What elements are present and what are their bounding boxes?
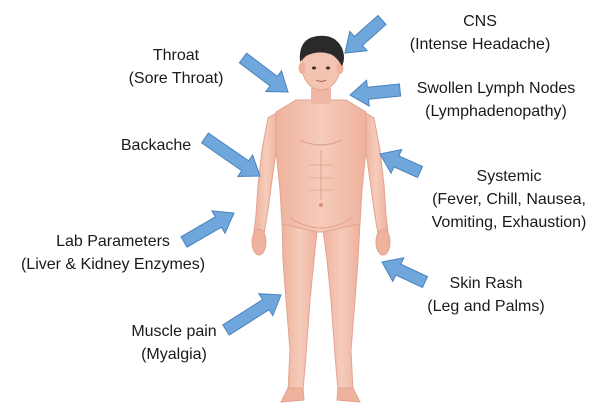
label-throat-detail: (Sore Throat): [129, 67, 224, 90]
arrow-throat-icon: [239, 53, 288, 92]
right-hand: [376, 229, 390, 255]
left-eye: [312, 67, 316, 70]
label-throat-title: Throat: [129, 44, 224, 67]
label-backache-title: Backache: [121, 134, 191, 157]
label-skin-rash-detail: (Leg and Palms): [427, 295, 544, 318]
label-lymph-detail: (Lymphadenopathy): [417, 100, 576, 123]
navel: [319, 203, 323, 207]
label-lab-title: Lab Parameters: [21, 230, 205, 253]
label-muscle-pain-detail: (Myalgia): [131, 343, 216, 366]
label-systemic-title: Systemic: [432, 165, 587, 188]
label-systemic-detail-2: Vomiting, Exhaustion): [432, 211, 587, 234]
label-lab: Lab Parameters (Liver & Kidney Enzymes): [21, 230, 205, 276]
arrow-muscle-icon: [223, 294, 281, 335]
label-lymph-title: Swollen Lymph Nodes: [417, 77, 576, 100]
arrow-skin-rash-icon: [382, 258, 428, 288]
left-foot: [281, 388, 304, 402]
label-throat: Throat (Sore Throat): [129, 44, 224, 90]
label-skin-rash: Skin Rash (Leg and Palms): [427, 272, 544, 318]
right-foot: [337, 388, 360, 402]
right-arm: [364, 112, 388, 234]
left-ear: [299, 62, 306, 74]
left-hand: [252, 229, 266, 255]
left-leg: [282, 222, 318, 392]
label-skin-rash-title: Skin Rash: [427, 272, 544, 295]
label-muscle-pain: Muscle pain (Myalgia): [131, 320, 216, 366]
label-cns-title: CNS: [410, 10, 551, 33]
label-lymph: Swollen Lymph Nodes (Lymphadenopathy): [417, 77, 576, 123]
arrow-lymph-icon: [350, 80, 401, 106]
label-cns: CNS (Intense Headache): [410, 10, 551, 56]
label-backache: Backache: [121, 134, 191, 157]
arrow-cns-icon: [345, 16, 386, 54]
label-muscle-pain-title: Muscle pain: [131, 320, 216, 343]
label-systemic: Systemic (Fever, Chill, Nausea, Vomiting…: [432, 165, 587, 234]
right-eye: [326, 67, 330, 70]
label-systemic-detail-1: (Fever, Chill, Nausea,: [432, 188, 587, 211]
arrow-backache-icon: [202, 133, 260, 176]
label-cns-detail: (Intense Headache): [410, 33, 551, 56]
arrow-systemic-icon: [380, 150, 423, 178]
right-leg: [322, 222, 360, 392]
label-lab-detail: (Liver & Kidney Enzymes): [21, 253, 205, 276]
